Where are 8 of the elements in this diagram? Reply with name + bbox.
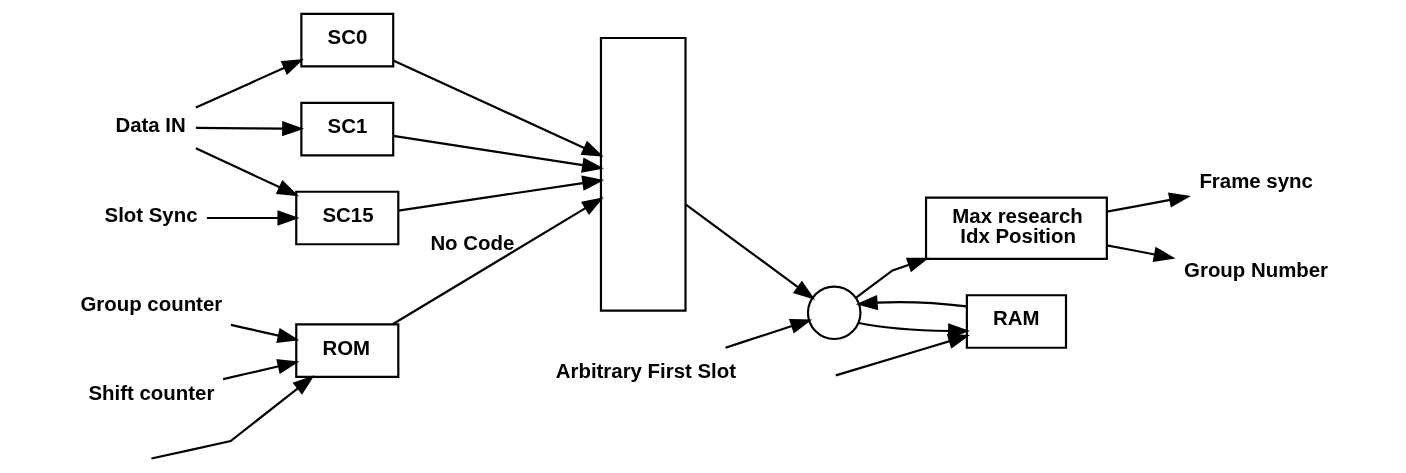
node-text: Group Number xyxy=(1184,259,1329,282)
node-text: Data IN xyxy=(115,113,186,136)
edge-label: No Code xyxy=(430,232,515,255)
node-text: Frame sync xyxy=(1199,170,1313,193)
node-text: Slot Sync xyxy=(104,203,198,226)
node-text: Group counter xyxy=(80,292,223,315)
node-text: Shift counter xyxy=(88,381,215,404)
node-text: Arbitrary First Slot xyxy=(555,359,737,382)
